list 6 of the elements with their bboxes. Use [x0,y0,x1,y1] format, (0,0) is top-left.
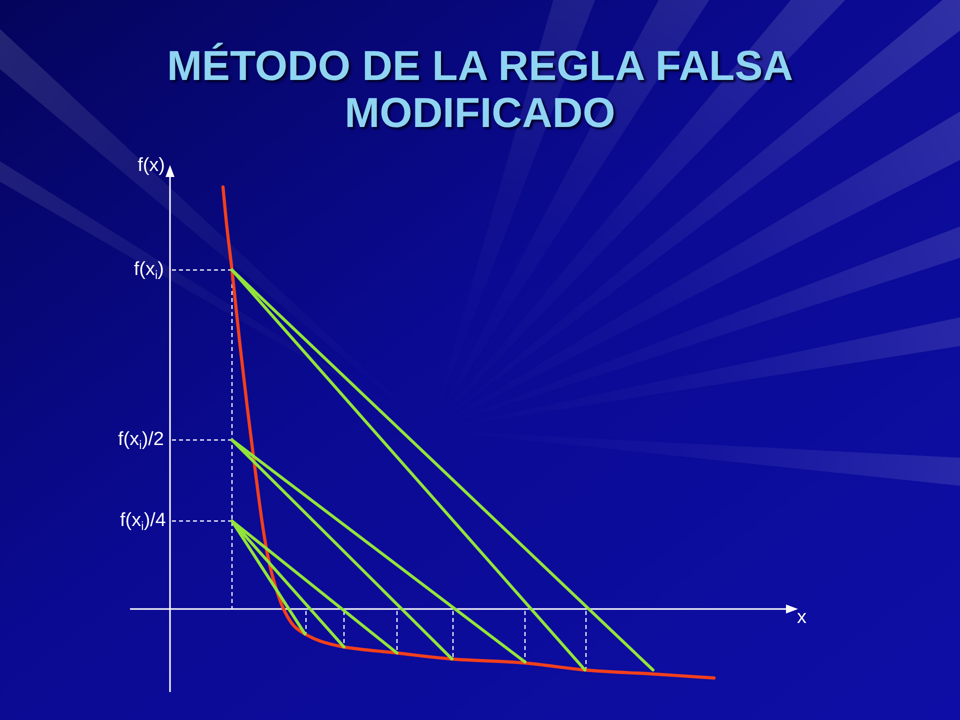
tick-label: f(x$_{i}$)/4 [120,510,166,532]
axis-label: x [797,607,806,629]
tick-label: f(x$_{i}$)/2 [118,429,164,451]
slide-title: MÉTODO DE LA REGLA FALSA MODIFICADO [166,42,794,136]
tick-label: f(x$_{i}$) [134,259,164,281]
axis-label: f(x) [138,155,165,177]
